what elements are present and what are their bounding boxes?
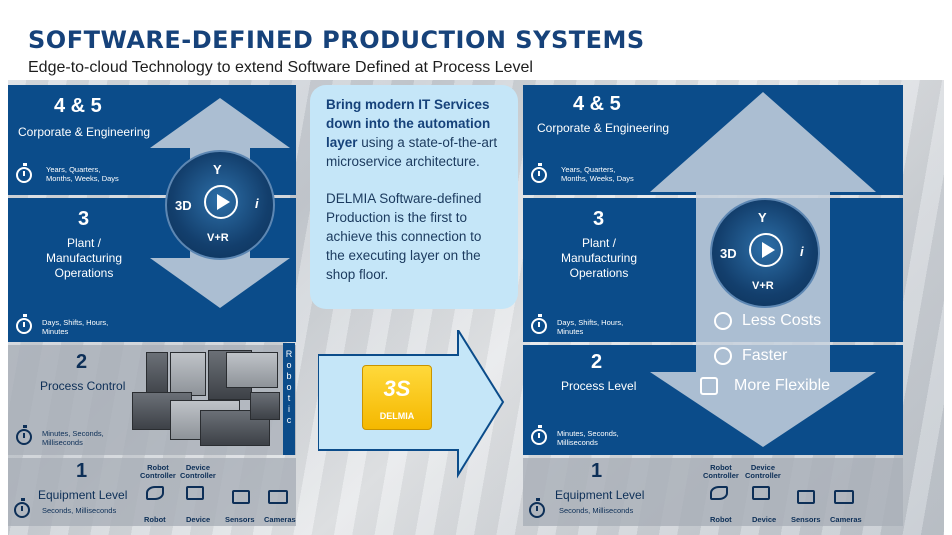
level-name: Corporate & Engineering <box>537 121 670 135</box>
level-name: Process Level <box>561 379 637 393</box>
sensor-icon <box>232 490 250 504</box>
callout-bold-text: Bring modern IT Services down into the a… <box>326 97 491 150</box>
callout-text: using a state-of-the-art microservice ar… <box>326 135 498 169</box>
level-number: 2 <box>591 351 603 373</box>
level-timescale: Years, Quarters, Months, Weeks, Days <box>46 165 119 183</box>
3ds-logo-icon: 3S <box>383 376 411 401</box>
level-name: Process Control <box>40 379 126 393</box>
play-icon <box>204 185 238 219</box>
clock-icon <box>16 163 32 183</box>
robot-label: Robot <box>710 515 732 524</box>
cameras-label: Cameras <box>830 515 862 524</box>
robot-icon <box>146 486 164 500</box>
camera-icon <box>834 490 854 504</box>
robot-label: Robot <box>144 515 166 524</box>
clock-icon <box>16 314 32 334</box>
clock-icon <box>531 163 547 183</box>
device-icon <box>752 486 770 500</box>
level-timescale: Seconds, Milliseconds <box>42 506 117 515</box>
device-icon <box>186 486 204 500</box>
benefit-faster: Faster <box>742 347 788 364</box>
page-subtitle: Edge-to-cloud Technology to extend Softw… <box>28 59 533 76</box>
device-label: Device <box>752 515 777 524</box>
level-number: 1 <box>76 460 88 482</box>
clock-icon <box>531 425 547 445</box>
compass-right-label: i <box>255 196 259 211</box>
clock-icon <box>14 498 30 518</box>
compass-left-label: 3D <box>175 198 192 213</box>
down-arrow <box>150 258 290 308</box>
sensors-label: Sensors <box>791 515 821 524</box>
compass-right-label: i <box>800 244 804 259</box>
device-controller-label: Device Controller <box>180 463 216 480</box>
level-timescale: Days, Shifts, Hours, Minutes <box>42 318 109 336</box>
callout-bubble: Bring modern IT Services down into the a… <box>310 85 518 309</box>
compass-left-label: 3D <box>720 246 737 261</box>
compass-top-label: Y <box>213 162 222 177</box>
sensors-label: Sensors <box>225 515 255 524</box>
delmia-logo: 3S DELMIA <box>362 365 432 430</box>
level-number: 3 <box>78 208 90 230</box>
level-name: Corporate & Engineering <box>18 125 151 139</box>
robot-icon <box>710 486 728 500</box>
level-name: Equipment Level <box>38 488 128 502</box>
play-icon <box>749 233 783 267</box>
level-name: Plant / Manufacturing Operations <box>45 236 123 280</box>
delmia-name: DELMIA <box>379 411 415 421</box>
robot-controller-label: Robot Controller <box>703 463 739 480</box>
clock-icon <box>531 314 547 334</box>
device-controller-label: Device Controller <box>745 463 781 480</box>
compass-bottom-label: V+R <box>207 232 229 244</box>
robot-controller-label: Robot Controller <box>140 463 176 480</box>
level-name: Plant / Manufacturing Operations <box>560 236 638 280</box>
clock-icon <box>529 498 545 518</box>
level-timescale: Days, Shifts, Hours, Minutes <box>557 318 624 336</box>
level-number: 1 <box>591 460 603 482</box>
level-timescale: Seconds, Milliseconds <box>559 506 634 515</box>
sensor-icon <box>797 490 815 504</box>
robotic-label: R o b o t i c <box>283 343 295 455</box>
speedometer-icon <box>714 347 732 365</box>
callout-paragraph-1: Bring modern IT Services down into the a… <box>326 95 502 171</box>
callout-paragraph-2: DELMIA Software-defined Production is th… <box>326 191 482 282</box>
gears-icon <box>700 377 718 395</box>
level-name: Equipment Level <box>555 488 645 502</box>
page-title: SOFTWARE-DEFINED PRODUCTION SYSTEMS <box>28 26 645 54</box>
camera-icon <box>268 490 288 504</box>
3dexperience-compass-icon: Y 3D i V+R <box>165 150 275 260</box>
level-timescale: Minutes, Seconds, Milliseconds <box>42 429 104 447</box>
3dexperience-compass-icon: Y 3D i V+R <box>710 198 820 308</box>
benefit-less-costs: Less Costs <box>742 312 822 329</box>
coins-icon <box>714 312 732 330</box>
level-number: 2 <box>76 351 88 373</box>
cameras-label: Cameras <box>264 515 296 524</box>
up-arrow <box>150 98 290 148</box>
clock-icon <box>16 425 32 445</box>
level-timescale: Minutes, Seconds, Milliseconds <box>557 429 619 447</box>
level-number: 4 & 5 <box>573 93 621 115</box>
compass-bottom-label: V+R <box>752 280 774 292</box>
level-number: 4 & 5 <box>54 95 102 117</box>
benefit-more-flexible: More Flexible <box>734 377 831 394</box>
level-number: 3 <box>593 208 605 230</box>
compass-top-label: Y <box>758 210 767 225</box>
level-timescale: Years, Quarters, Months, Weeks, Days <box>561 165 634 183</box>
device-label: Device <box>186 515 211 524</box>
